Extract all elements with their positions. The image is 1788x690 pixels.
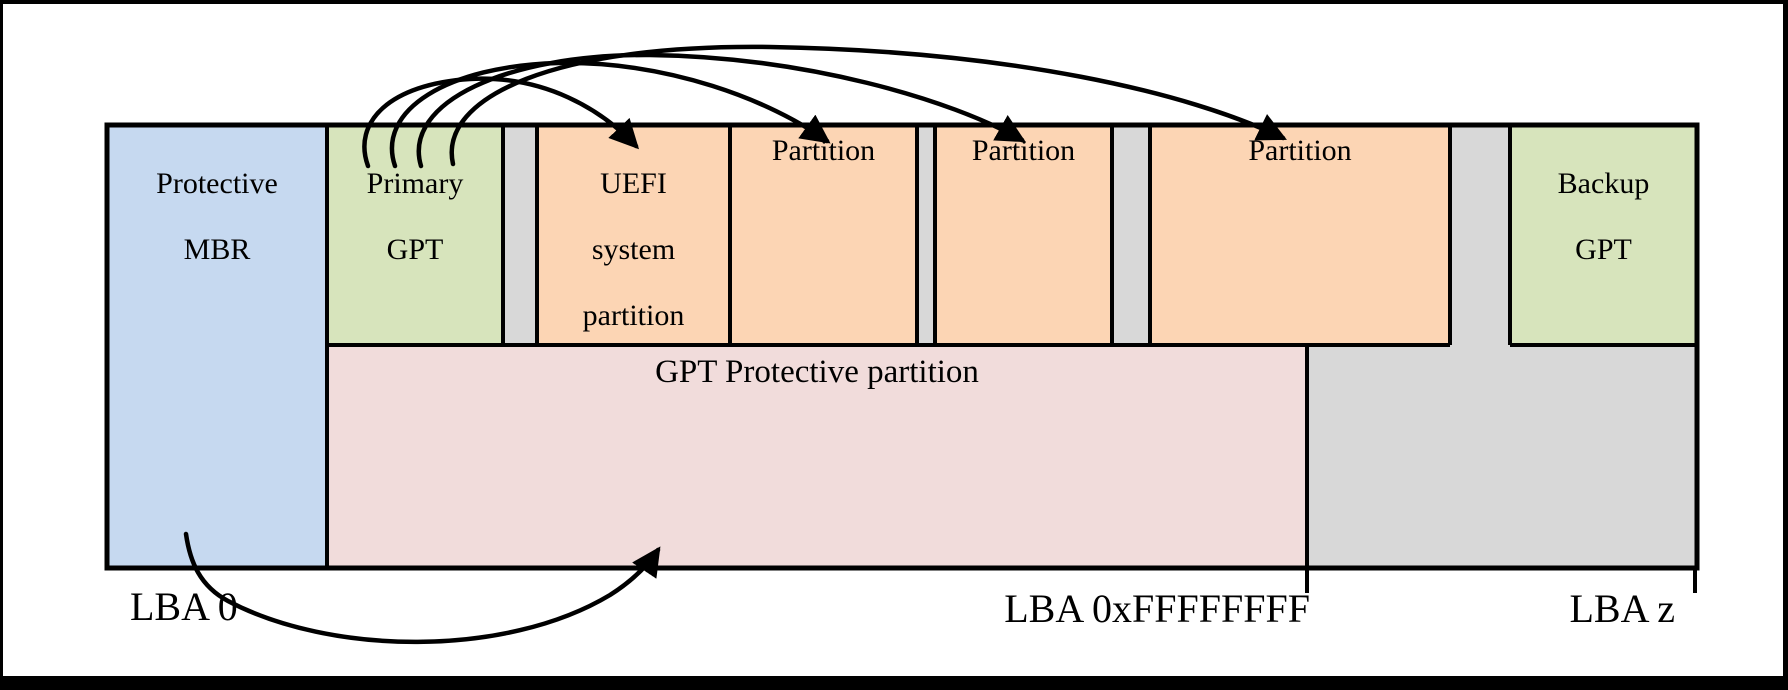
primary-gpt-label-line2: GPT <box>386 233 444 266</box>
unaddressable-area-box <box>1307 345 1697 568</box>
lba-0-label: LBA 0 <box>130 584 238 629</box>
frame-edge-left <box>0 0 3 690</box>
uefi-system-partition-label: UEFI system partition <box>537 134 730 365</box>
backup-gpt-label: Backup GPT <box>1510 134 1697 299</box>
protective-mbr-label-line1: Protective <box>156 167 278 200</box>
uefi-label-line3: partition <box>582 299 685 332</box>
protective-mbr-label: Protective MBR <box>107 134 327 299</box>
uefi-label-line2: system <box>591 233 676 266</box>
gpt-protective-partition-label: GPT Protective partition <box>655 354 979 390</box>
backup-gpt-label-line2: GPT <box>1575 233 1632 266</box>
gap-after-partition-2 <box>1112 125 1150 345</box>
lba-0xffffffff-label: LBA 0xFFFFFFFF <box>1004 586 1310 631</box>
protective-mbr-label-line2: MBR <box>183 233 251 266</box>
backup-gpt-label-line1: Backup <box>1557 167 1650 200</box>
lba-z-label: LBA z <box>1569 586 1675 631</box>
partition-1-label: Partition <box>771 134 876 167</box>
frame-edge-right <box>1783 0 1788 690</box>
primary-gpt-label: Primary GPT <box>327 134 503 299</box>
primary-gpt-label-line1: Primary <box>366 167 464 200</box>
uefi-label-line1: UEFI <box>600 167 667 200</box>
frame-edge-bottom <box>0 676 1788 690</box>
partition-3-label: Partition <box>1248 134 1352 167</box>
gap-before-backup-gpt <box>1450 125 1510 345</box>
gap-after-primary-gpt <box>503 125 537 345</box>
partition-2-label: Partition <box>971 134 1076 167</box>
gap-after-partition-1 <box>917 125 935 345</box>
frame-edge-top <box>0 0 1788 4</box>
